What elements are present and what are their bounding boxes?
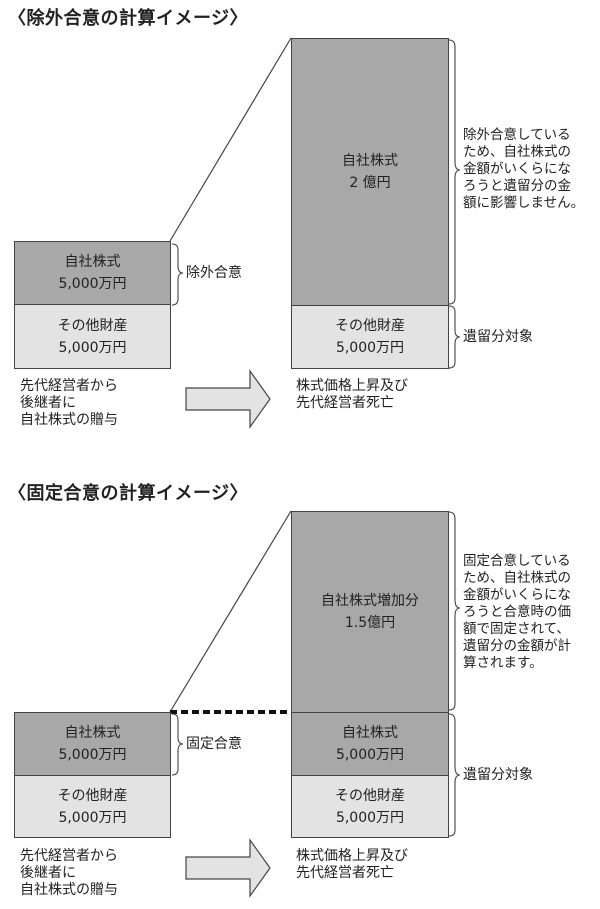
s1-right-stock-name: 自社株式: [342, 153, 398, 169]
s2-right-other-value: 5,000万円: [335, 809, 405, 826]
s1-exclusion-label: 除外合意: [186, 265, 242, 281]
s2-right-other-box: その他財産 5,000万円: [291, 775, 449, 838]
arrow-1: [185, 369, 271, 429]
section1-title: 〈除外合意の計算イメージ〉: [8, 8, 249, 29]
s1-right-caption: 株式価格上昇及び 先代経営者死亡: [296, 378, 408, 411]
s2-right-stock-value: 5,000万円: [335, 747, 405, 763]
brace-exclusion: [171, 243, 184, 306]
brace-note-2: [448, 511, 461, 711]
s2-fixed-label: 固定合意: [186, 736, 242, 752]
perspective-line-2: [169, 510, 292, 713]
brace-reserved-1: [448, 305, 461, 369]
s1-left-other-name: その他財産: [57, 317, 128, 334]
s2-right-caption: 株式価格上昇及び 先代経営者死亡: [296, 848, 408, 881]
s2-left-stock-value: 5,000万円: [58, 747, 127, 763]
brace-reserved-2: [448, 713, 461, 837]
s2-right-increase-box: 自社株式増加分 1.5億円: [291, 511, 449, 713]
s1-right-stock-value: 2 億円: [349, 175, 391, 191]
s1-left-other-value: 5,000万円: [58, 339, 127, 356]
brace-fixed: [171, 713, 184, 776]
s1-note: 除外合意している ため、自社株式の 金額がいくらにな ろうと遺留分の金 額に影響…: [463, 127, 585, 211]
s2-left-stock-box: 自社株式 5,000万円: [14, 712, 171, 776]
s1-right-other-box: その他財産 5,000万円: [291, 305, 449, 369]
s2-left-stock-name: 自社株式: [64, 725, 121, 741]
perspective-line-1: [169, 37, 292, 242]
s2-note: 固定合意している ため、自社株式の 金額がいくらにな ろうと合意時の価 額で固定…: [463, 553, 571, 671]
section2-title: 〈固定合意の計算イメージ〉: [8, 483, 249, 504]
s1-right-other-value: 5,000万円: [335, 340, 405, 356]
s2-left-other-box: その他財産 5,000万円: [14, 775, 171, 838]
brace-note-1: [448, 39, 461, 305]
s2-left-other-value: 5,000万円: [58, 809, 127, 826]
s2-reserved-label: 遺留分対象: [463, 767, 533, 783]
s1-right-other-name: その他財産: [335, 318, 405, 334]
s1-left-stock-box: 自社株式 5,000万円: [14, 241, 171, 305]
s1-right-stock-box: 自社株式 2 億円: [291, 38, 449, 306]
s2-right-other-name: その他財産: [335, 787, 405, 804]
s1-left-stock-value: 5,000万円: [58, 276, 127, 292]
s2-right-stock-box: 自社株式 5,000万円: [291, 712, 449, 776]
s1-reserved-label: 遺留分対象: [463, 329, 533, 345]
s2-right-increase-name: 自社株式増加分: [321, 593, 419, 609]
arrow-2: [185, 838, 271, 898]
s2-right-stock-name: 自社株式: [342, 725, 398, 741]
s2-left-caption: 先代経営者から 後継者に 自社株式の贈与: [20, 848, 118, 898]
s2-right-increase-value: 1.5億円: [344, 615, 396, 631]
s1-left-stock-name: 自社株式: [64, 254, 121, 270]
s2-left-other-name: その他財産: [57, 787, 128, 804]
s1-left-caption: 先代経営者から 後継者に 自社株式の贈与: [20, 378, 118, 428]
s1-left-other-box: その他財産 5,000万円: [14, 304, 171, 369]
